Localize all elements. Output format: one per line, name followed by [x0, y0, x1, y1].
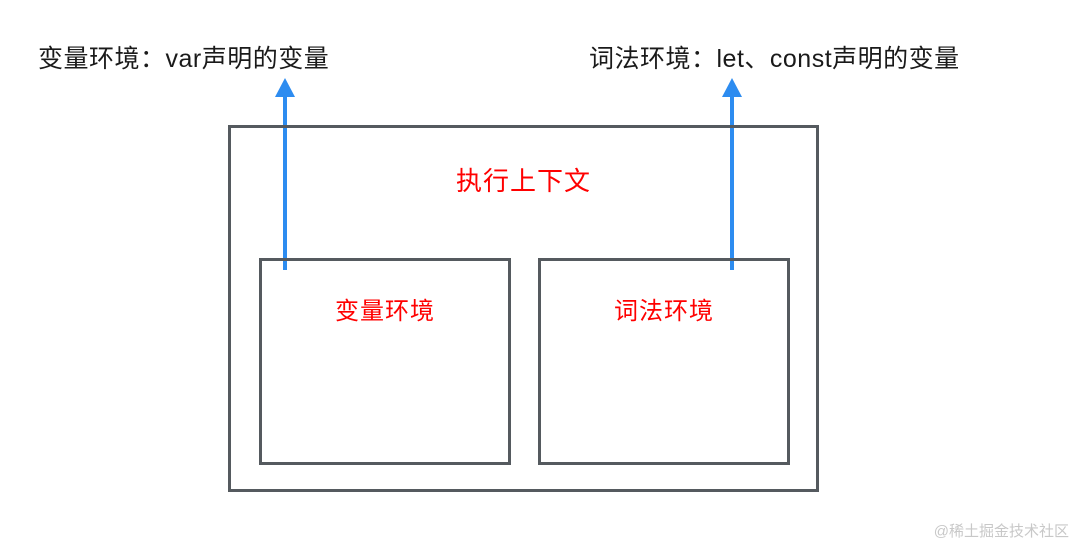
watermark: @稀土掘金技术社区: [933, 523, 1069, 540]
variable-environment-caption: 变量环境：var声明的变量: [38, 45, 330, 73]
arrow-variable-environment-icon: [275, 78, 295, 270]
variable-environment-box: 变量环境: [259, 258, 511, 465]
execution-context-box: 执行上下文 变量环境 词法环境: [228, 125, 819, 492]
variable-environment-title: 变量环境: [335, 298, 435, 325]
arrow-lexical-environment-icon: [722, 78, 742, 270]
execution-context-title: 执行上下文: [455, 166, 591, 196]
lexical-environment-box: 词法环境: [538, 258, 790, 465]
lexical-environment-title: 词法环境: [614, 298, 714, 325]
lexical-environment-caption: 词法环境：let、const声明的变量: [589, 45, 960, 73]
